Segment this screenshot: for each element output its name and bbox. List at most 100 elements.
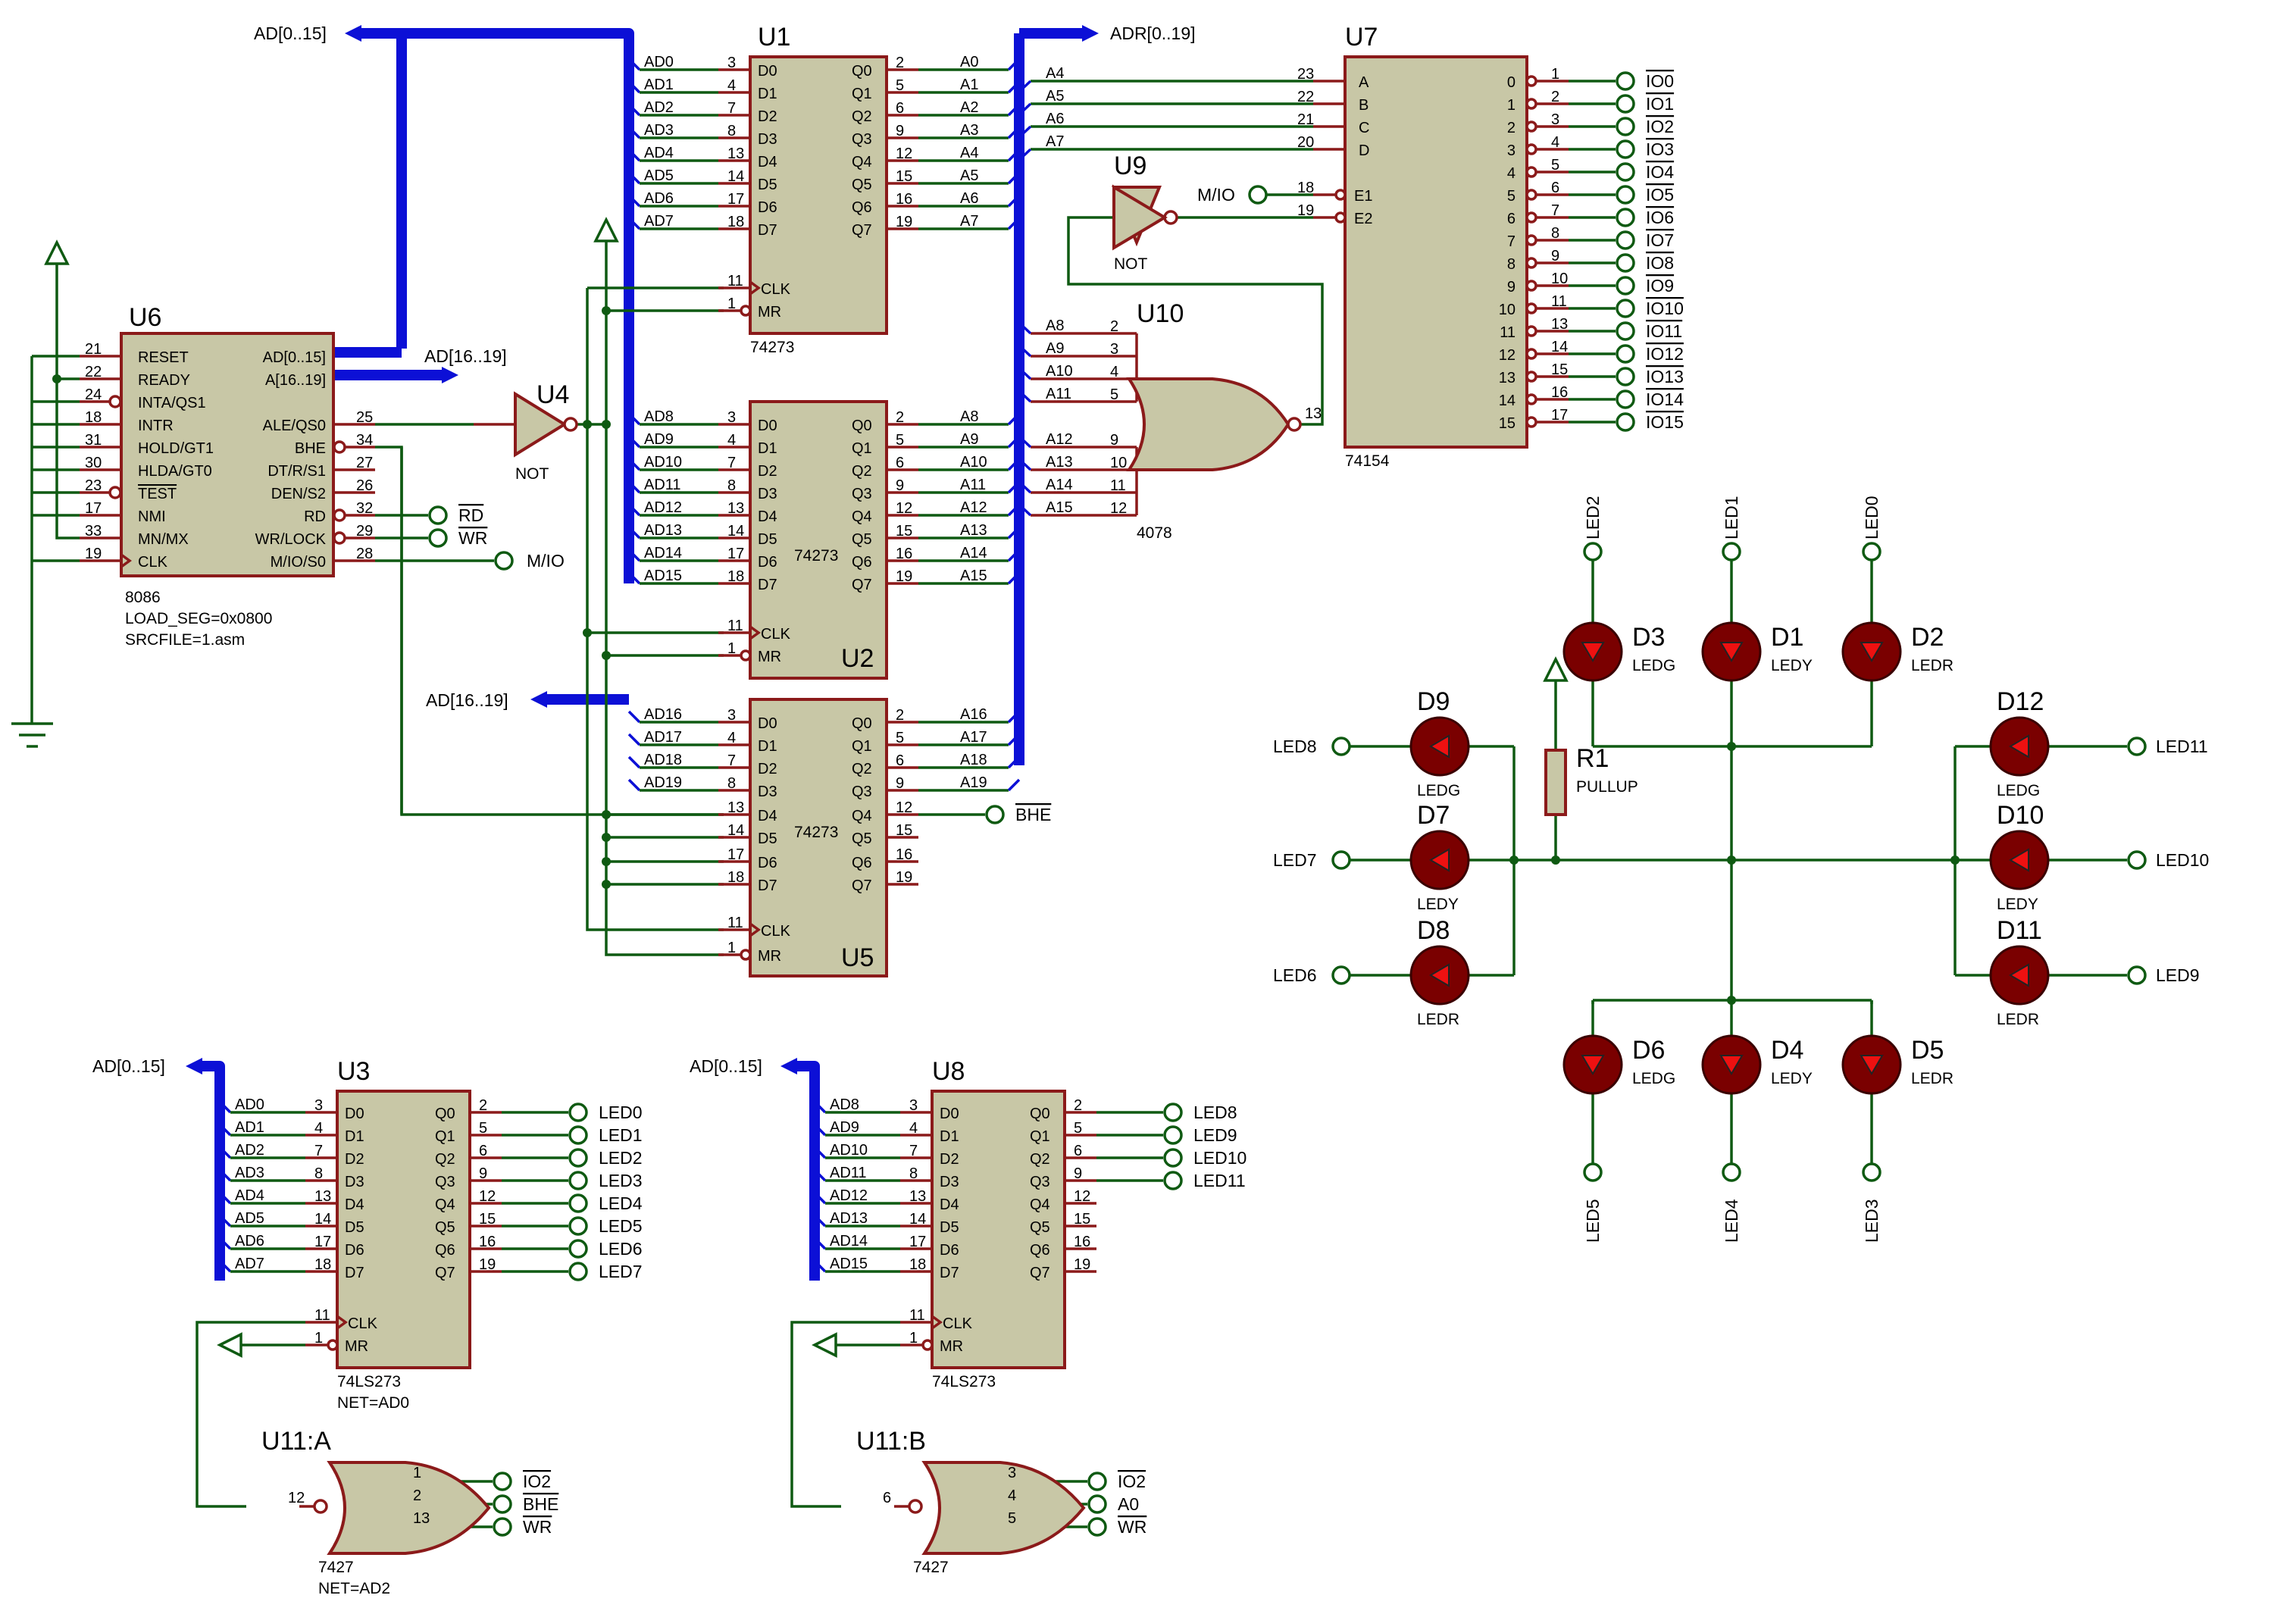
dec-out-num: 3 (1551, 111, 1559, 128)
led-net-terminal[interactable] (1583, 542, 1603, 561)
bus-entry (218, 1259, 232, 1273)
net-label: AD1 (644, 77, 674, 93)
io-terminal[interactable] (1616, 162, 1635, 182)
io-terminal[interactable] (1616, 412, 1635, 432)
nor-in-num: 5 (1008, 1510, 1016, 1527)
mr-bubble (921, 1339, 934, 1351)
led-terminal[interactable] (568, 1103, 588, 1122)
nor-terminal[interactable] (493, 1517, 512, 1537)
component-layer (44, 25, 2147, 1555)
led-terminal[interactable] (568, 1216, 588, 1236)
q-pin-number: 2 (896, 409, 904, 426)
net-mio-2: M/IO (1197, 185, 1235, 205)
wr-terminal[interactable] (428, 528, 448, 548)
bhe-terminal[interactable] (985, 805, 1005, 824)
nor-terminal[interactable] (1087, 1472, 1107, 1491)
out-bubble (1525, 416, 1537, 428)
led-terminal[interactable] (1163, 1103, 1183, 1122)
q-pin-name: Q5 (435, 1219, 455, 1236)
bus-entry (813, 1146, 827, 1159)
led-net-terminal[interactable] (1722, 1162, 1741, 1182)
dec-out-name: 10 (1499, 302, 1516, 318)
led-type: LEDG (1632, 657, 1675, 674)
nor-terminal[interactable] (1087, 1494, 1107, 1514)
io-terminal[interactable] (1616, 299, 1635, 318)
io-terminal[interactable] (1616, 253, 1635, 273)
led-net-terminal[interactable] (1862, 542, 1882, 561)
led-terminal[interactable] (1163, 1148, 1183, 1168)
nor-terminal[interactable] (1087, 1517, 1107, 1537)
led-terminal[interactable] (1163, 1171, 1183, 1190)
io-terminal[interactable] (1616, 276, 1635, 296)
nor-terminal[interactable] (493, 1472, 512, 1491)
led-net-terminal[interactable] (2127, 850, 2147, 870)
mio-terminal-u9[interactable] (1248, 185, 1268, 205)
io-net: IO1 (1646, 94, 1674, 114)
led-terminal[interactable] (568, 1262, 588, 1281)
led-net-terminal[interactable] (1862, 1162, 1882, 1182)
latch-ref: U5 (841, 943, 874, 972)
q-pin-name: Q2 (852, 761, 872, 777)
led-terminal[interactable] (568, 1148, 588, 1168)
dec-out-name: 11 (1500, 324, 1516, 341)
led-terminal[interactable] (568, 1171, 588, 1190)
led-net-terminal[interactable] (2127, 965, 2147, 985)
io-terminal[interactable] (1616, 389, 1635, 409)
led-net-terminal[interactable] (1331, 737, 1351, 756)
io-terminal[interactable] (1616, 185, 1635, 205)
io-terminal[interactable] (1616, 344, 1635, 364)
io-terminal[interactable] (1616, 367, 1635, 386)
io-net: IO10 (1646, 299, 1684, 318)
clk-pin-number: 11 (314, 1307, 330, 1324)
net-label: AD7 (235, 1256, 264, 1272)
led-terminal[interactable] (568, 1239, 588, 1259)
nor-gate-u11-b (921, 1461, 1086, 1555)
led-net-terminal[interactable] (1583, 1162, 1603, 1182)
led-net-terminal[interactable] (1722, 542, 1741, 561)
net-label: A11 (960, 477, 986, 493)
io-terminal[interactable] (1616, 94, 1635, 114)
io-terminal[interactable] (1616, 117, 1635, 136)
led-terminal[interactable] (568, 1125, 588, 1145)
cpu-pin-name: RD (304, 508, 326, 525)
d-pin-number: 4 (909, 1120, 918, 1137)
bus-u8 (792, 1061, 820, 1281)
q-pin-name: Q7 (852, 577, 872, 593)
q-pin-number: 5 (479, 1120, 487, 1137)
led-terminal[interactable] (568, 1193, 588, 1213)
led-ref: D4 (1771, 1036, 1803, 1065)
d-pin-name: D2 (758, 108, 777, 125)
io-terminal[interactable] (1616, 230, 1635, 250)
led-net-terminal[interactable] (1331, 965, 1351, 985)
io-terminal[interactable] (1616, 208, 1635, 227)
led-terminal[interactable] (1163, 1125, 1183, 1145)
q-pin-number: 16 (479, 1234, 496, 1250)
nor-terminal[interactable] (493, 1494, 512, 1514)
out-bubble (1525, 257, 1537, 269)
net-label: A12 (960, 499, 987, 516)
net-label: AD11 (830, 1165, 867, 1181)
cpu-pin-name: DT/R/S1 (267, 463, 326, 480)
mio-terminal[interactable] (494, 551, 514, 571)
u10-bubble (1287, 417, 1302, 432)
net-label: AD5 (644, 167, 674, 184)
u10-in-num: 4 (1110, 364, 1118, 380)
io-terminal[interactable] (1616, 71, 1635, 91)
led-symbol (2009, 848, 2029, 872)
q-pin-name: Q3 (852, 486, 872, 502)
bus-entry (1007, 571, 1021, 585)
io-terminal[interactable] (1616, 139, 1635, 159)
q-pin-number: 6 (896, 100, 904, 117)
led-net-terminal[interactable] (1331, 850, 1351, 870)
net-label: AD10 (830, 1142, 868, 1159)
io-terminal[interactable] (1616, 321, 1635, 341)
led-net-terminal[interactable] (2127, 737, 2147, 756)
dec-out-num: 17 (1551, 407, 1568, 424)
u10-in-num: 2 (1110, 318, 1118, 335)
d-pin-name: D1 (758, 440, 777, 457)
d-pin-number: 13 (314, 1188, 331, 1205)
dec-out-num: 7 (1551, 202, 1559, 219)
q-pin-number: 12 (896, 500, 912, 517)
net-label: AD12 (830, 1187, 868, 1204)
rd-terminal[interactable] (428, 505, 448, 525)
